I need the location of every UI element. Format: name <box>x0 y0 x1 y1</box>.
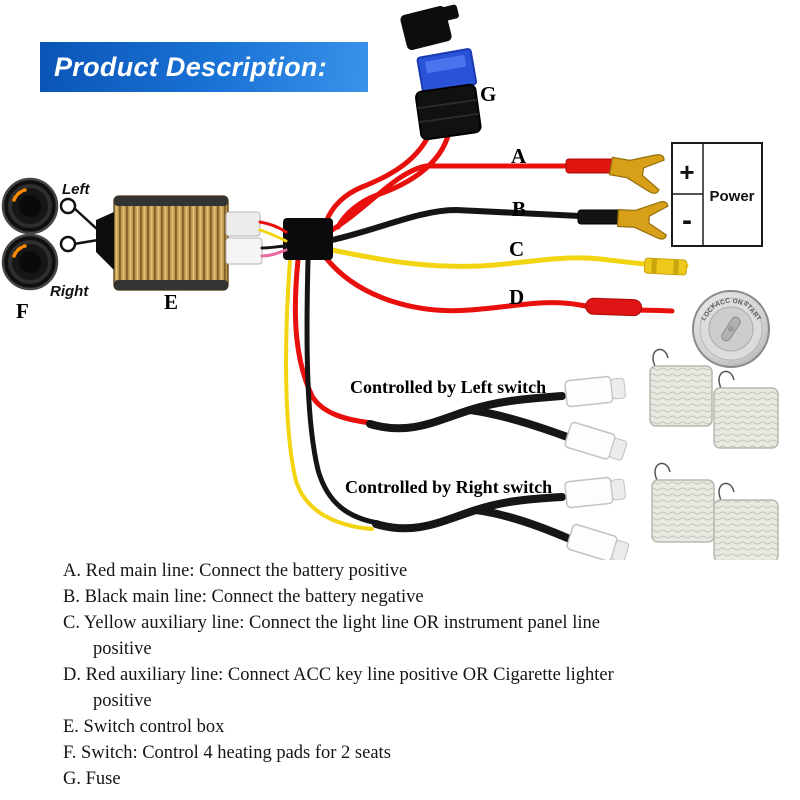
fuse-holder <box>400 4 482 141</box>
main-output-wires <box>323 163 689 314</box>
power-minus: - <box>682 204 692 237</box>
description-line-a: A. Red main line: Connect the battery po… <box>63 561 408 581</box>
box-connector-top <box>225 211 261 237</box>
fork-terminal-gold <box>616 201 669 240</box>
power-title: Power <box>709 188 754 205</box>
right-harness-connector-2 <box>566 523 630 560</box>
description-line-g: G. Fuse <box>63 769 121 789</box>
description-line-f: F. Switch: Control 4 heating pads for 2 … <box>63 743 391 763</box>
terminal-d <box>585 297 643 317</box>
caption-left-harness: Controlled by Left switch <box>350 377 546 397</box>
description-list: A. Red main line: Connect the battery po… <box>63 558 653 792</box>
label-b: B <box>512 197 526 221</box>
box-to-junction-wires <box>258 220 288 258</box>
label-e: E <box>164 290 178 314</box>
terminal-a <box>565 154 665 194</box>
left-harness-connector-2 <box>564 421 628 461</box>
left-harness <box>366 392 574 442</box>
label-left-switch: Left <box>62 181 91 198</box>
description-line-e: E. Switch control box <box>63 717 225 737</box>
label-c: C <box>509 237 524 261</box>
label-f: F <box>16 299 29 323</box>
power-plus: + <box>679 157 694 187</box>
wiring-diagram: G E <box>1 4 779 560</box>
ignition-on: ON <box>732 298 744 307</box>
label-g: G <box>480 82 496 106</box>
key-slot <box>721 316 741 342</box>
heating-pad-1 <box>649 365 713 427</box>
switch-wiring <box>59 197 114 270</box>
left-harness-connector-1 <box>564 375 626 408</box>
description-line-c: C. Yellow auxiliary line: Connect the li… <box>63 613 600 659</box>
junction-block <box>283 218 333 260</box>
heating-pad-2 <box>713 387 779 449</box>
switch-control-box <box>113 195 288 291</box>
terminal-b <box>577 201 669 240</box>
label-right-switch: Right <box>50 283 89 300</box>
fuse-blade <box>416 48 478 94</box>
banner: Product Description: <box>40 42 368 92</box>
right-switch <box>1 233 59 291</box>
description-line-b: B. Black main line: Connect the battery … <box>63 587 424 607</box>
switch-indicator <box>12 244 27 258</box>
heating-pad-3 <box>651 479 715 543</box>
ignition-switch: LOCK ACC ON START <box>692 290 770 368</box>
ignition-acc: ACC <box>714 297 731 308</box>
description-line-d: D. Red auxiliary line: Connect ACC key l… <box>63 665 614 711</box>
right-harness-connector-1 <box>564 476 626 509</box>
right-harness <box>372 493 576 544</box>
power-box: + - Power <box>671 142 763 247</box>
label-a: A <box>511 144 527 168</box>
banner-title: Product Description: <box>54 51 328 82</box>
switch-indicator <box>12 188 27 202</box>
left-switch <box>1 177 59 235</box>
heating-pads <box>649 348 779 560</box>
heating-pad-4 <box>713 499 779 560</box>
label-d: D <box>509 285 524 309</box>
fork-terminal-gold <box>608 154 665 194</box>
terminal-c <box>643 257 688 276</box>
box-connector-bottom <box>225 237 263 265</box>
caption-right-harness: Controlled by Right switch <box>345 477 552 497</box>
harness-feed-wires <box>284 257 381 531</box>
